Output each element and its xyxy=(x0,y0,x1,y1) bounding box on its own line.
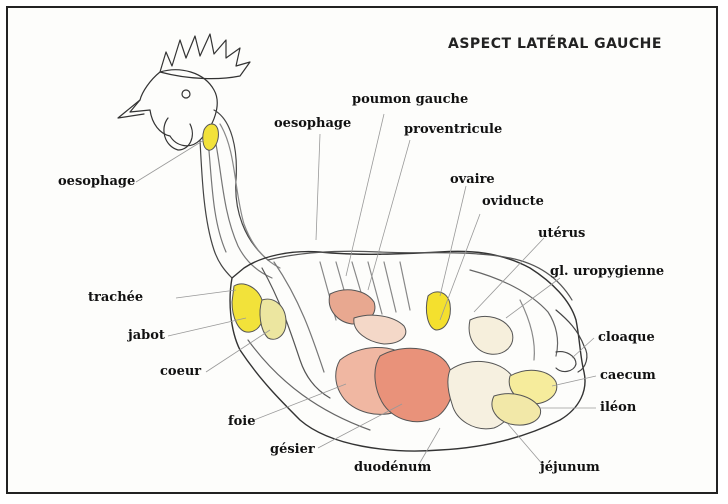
label-gesier: gésier xyxy=(270,442,315,457)
label-jejunum: jéjunum xyxy=(540,460,600,475)
label-jabot: jabot xyxy=(128,328,165,343)
beak xyxy=(118,100,144,118)
wattle xyxy=(164,118,192,150)
label-duodenum: duodénum xyxy=(354,460,431,475)
label-oesophage-top: oesophage xyxy=(274,116,351,131)
crop-organ xyxy=(232,284,264,332)
label-uterus: utérus xyxy=(538,226,585,241)
heart-organ xyxy=(260,299,286,339)
label-ovaire: ovaire xyxy=(450,172,495,187)
label-gl-uropygienne: gl. uropygienne xyxy=(550,264,664,279)
label-poumon-gauche: poumon gauche xyxy=(352,92,468,107)
label-coeur: coeur xyxy=(160,364,201,379)
label-foie: foie xyxy=(228,414,255,429)
eye xyxy=(182,90,190,98)
comb xyxy=(160,34,250,79)
label-ileon: iléon xyxy=(600,400,636,415)
label-oesophage-left: oesophage xyxy=(58,174,135,189)
label-proventricule: proventricule xyxy=(404,122,502,137)
ovary-organ xyxy=(426,292,450,330)
label-trachee: trachée xyxy=(88,290,143,305)
label-cloaque: cloaque xyxy=(598,330,655,345)
label-oviducte: oviducte xyxy=(482,194,544,209)
label-caecum: caecum xyxy=(600,368,656,383)
